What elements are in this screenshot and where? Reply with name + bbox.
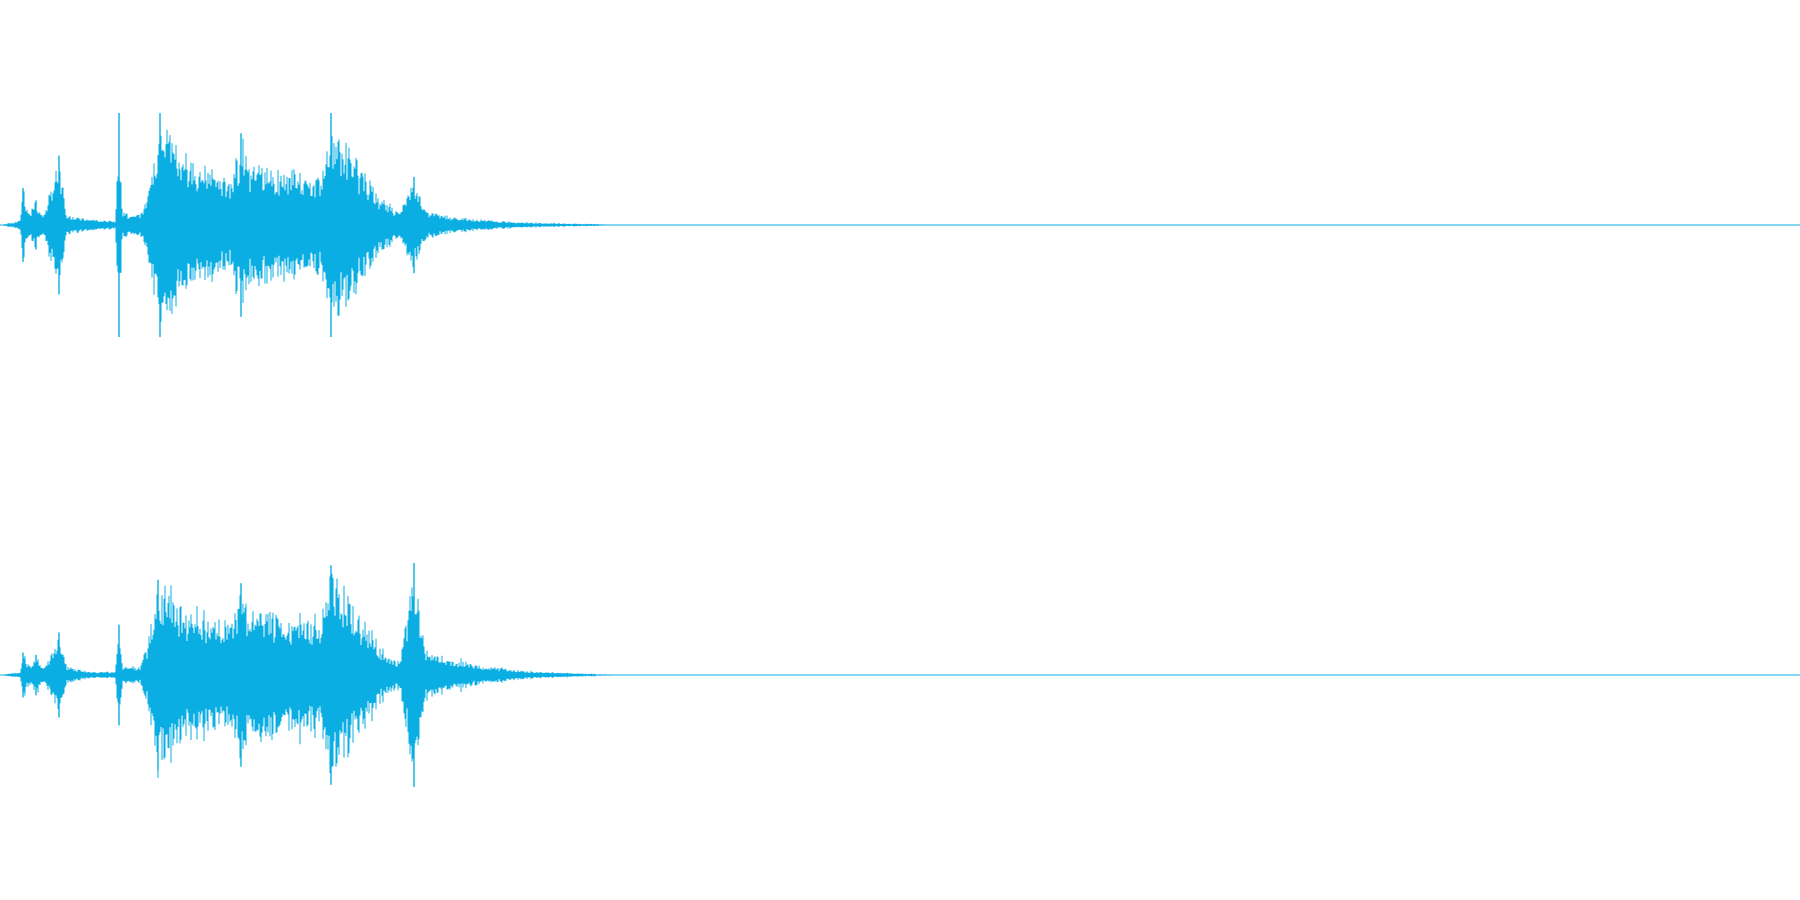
waveform-body-top xyxy=(0,129,619,322)
waveform-channel-top xyxy=(0,113,1800,337)
waveform-bottom-bars xyxy=(0,563,627,787)
waveform-channel-bottom-graphic xyxy=(0,563,1800,787)
waveform-channel-bottom xyxy=(0,450,1800,900)
waveform-body-bottom xyxy=(0,574,627,778)
waveform-top-bars xyxy=(0,113,619,337)
waveform-channel-top-graphic xyxy=(0,113,1800,337)
